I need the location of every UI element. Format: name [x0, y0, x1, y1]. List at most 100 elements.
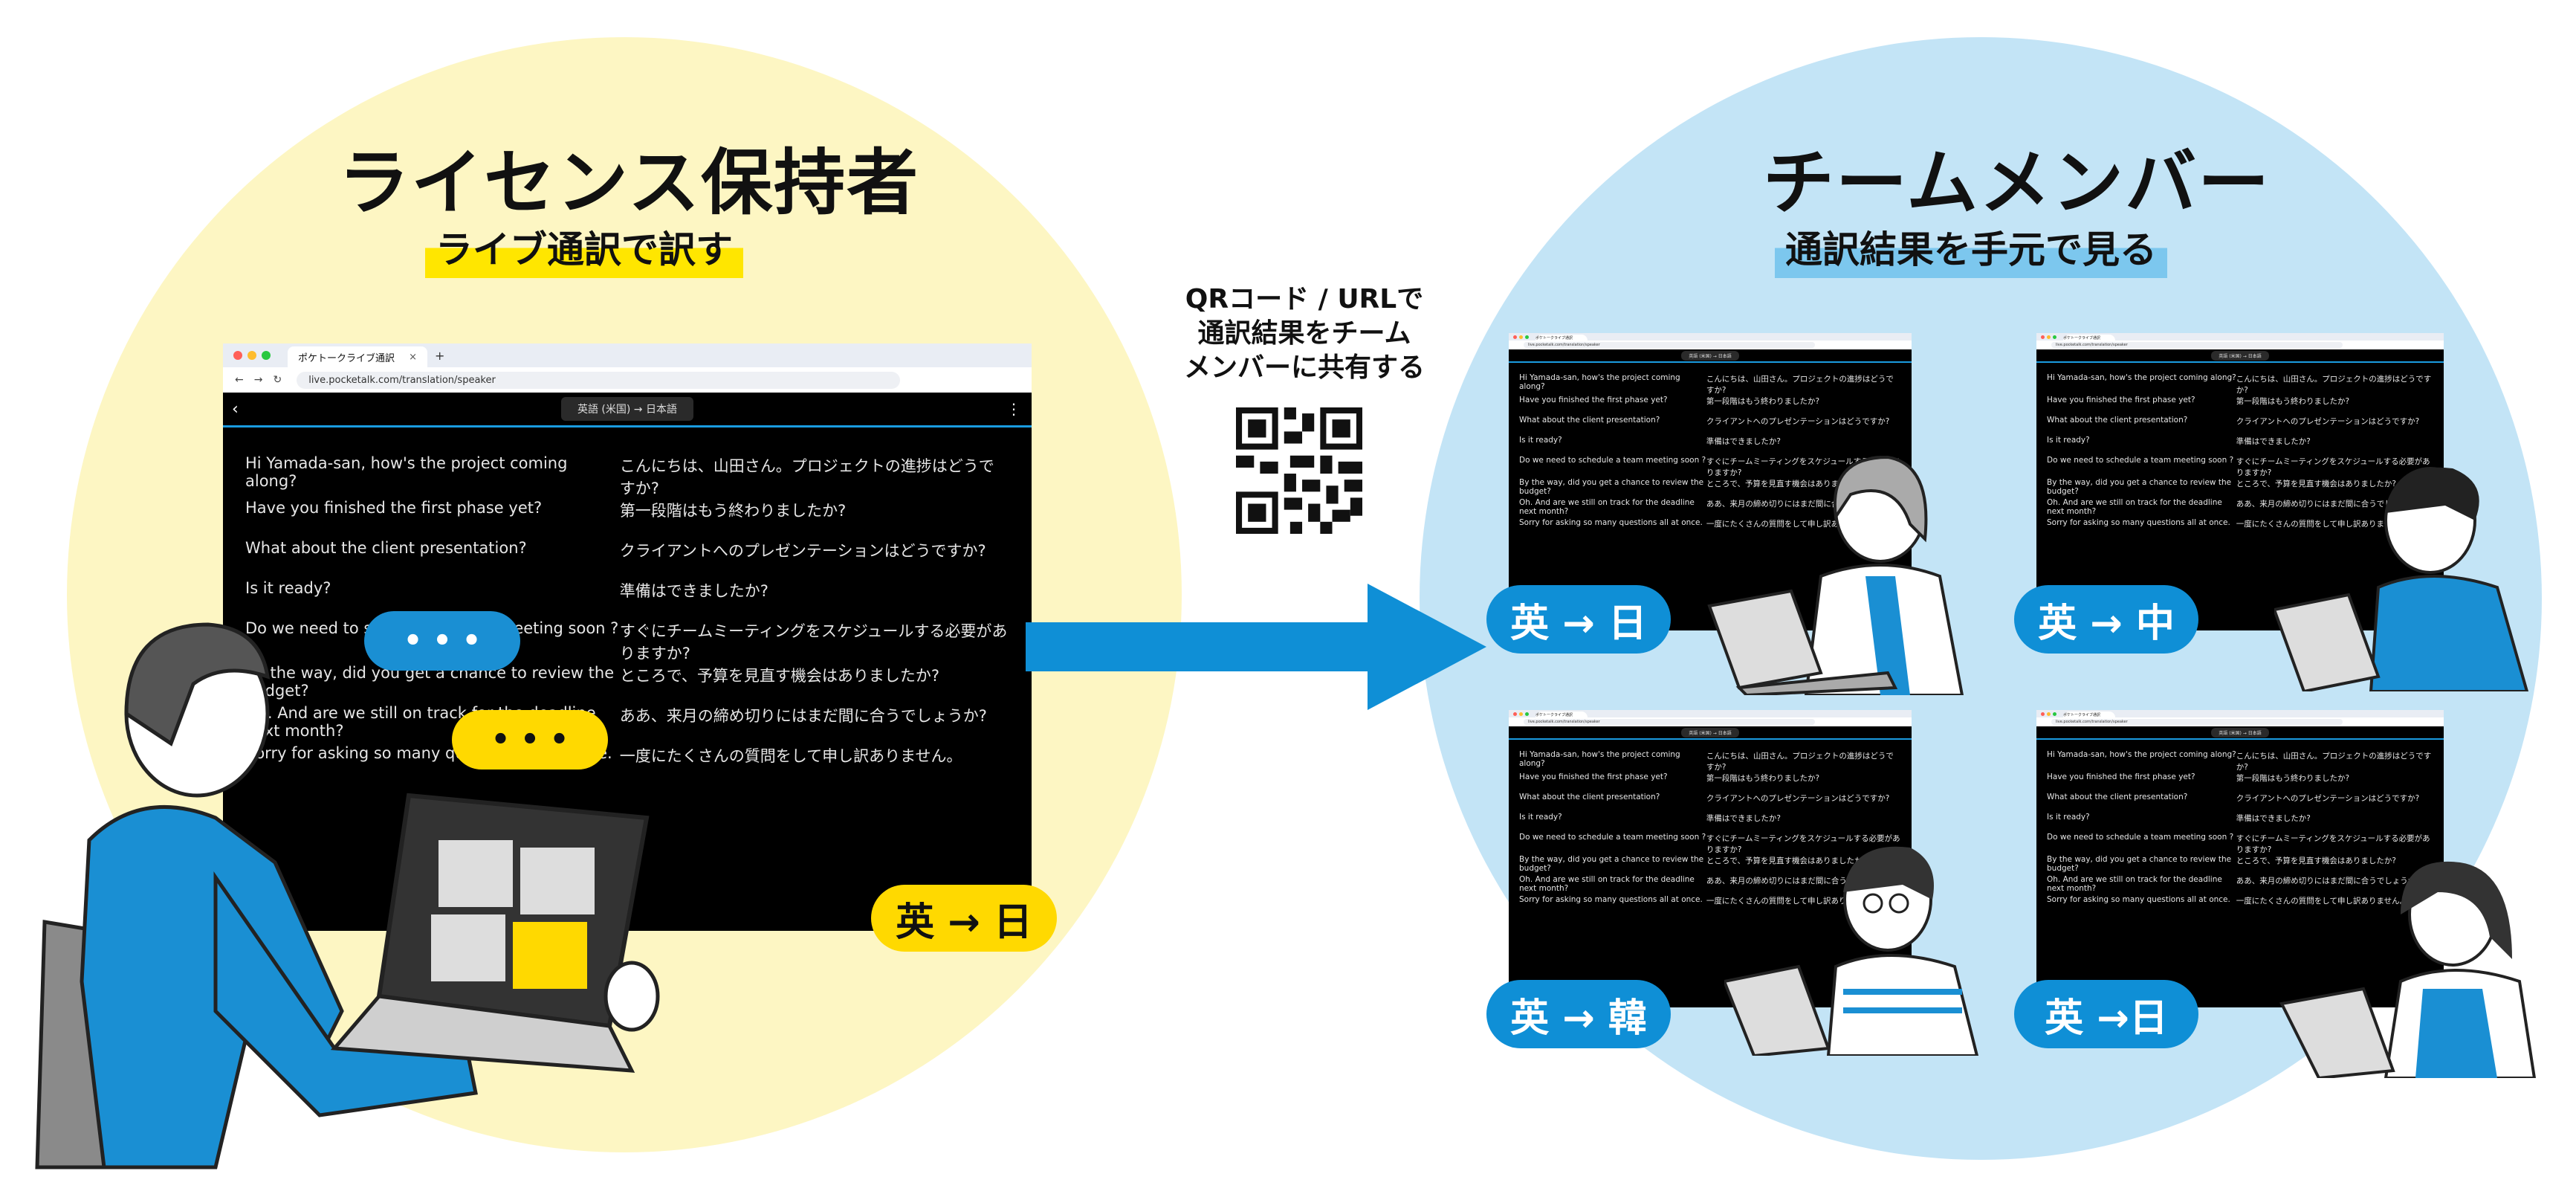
back-icon[interactable]: ‹	[232, 399, 239, 419]
source-text: Sorry for asking so many questions all a…	[1519, 518, 1703, 527]
main-browser-window: ポケトークライブ通訳 × + ← → ↻ live.pocketalk.com/…	[223, 343, 1032, 931]
transcript-row: Hi Yamada-san, how's the project coming …	[2047, 373, 2433, 396]
back-nav-icon[interactable]: ←	[235, 374, 244, 386]
new-tab-icon[interactable]: +	[435, 348, 445, 363]
source-text: Is it ready?	[2047, 813, 2090, 822]
reload-icon[interactable]: ↻	[273, 374, 282, 386]
member-woman-2-illustration	[2279, 861, 2537, 1078]
language-badge-zh: 英 → 中	[2014, 585, 2198, 654]
transcript-row: Do we need to schedule a team meeting so…	[1519, 456, 1901, 478]
transcript-row: Have you finished the first phase yet?第一…	[1519, 772, 1901, 793]
minimize-window-dot[interactable]	[247, 351, 256, 360]
member-woman-illustration	[1707, 455, 1964, 695]
forward-nav-icon[interactable]: →	[253, 374, 263, 386]
source-text: Do we need to schedule a team meeting so…	[1519, 456, 1706, 465]
source-text: Have you finished the first phase yet?	[2047, 772, 2195, 781]
share-line: QRコード / URLで	[1185, 284, 1424, 314]
source-text: Hi Yamada-san, how's the project coming …	[245, 454, 568, 490]
member-glasses-man-illustration	[1724, 846, 1979, 1056]
transcript-row: Sorry for asking so many questions all a…	[2047, 518, 2433, 538]
url-field[interactable]: live.pocketalk.com/translation/speaker	[1524, 342, 1815, 348]
translated-text: すぐにチームミーティングをスケジュールする必要がありますか?	[1706, 834, 1900, 854]
transcript-row: What about the client presentation?クライアン…	[1519, 416, 1901, 436]
browser-chrome: ポケトークライブ通訳 × + ← → ↻ live.pocketalk.com/…	[223, 343, 1032, 393]
language-selector[interactable]: 英語 (米国) → 日本語	[1681, 350, 1739, 361]
transcript-row: What about the client presentation?クライアン…	[2047, 416, 2433, 436]
transcript-row: Have you finished the first phase yet?第一…	[245, 499, 1009, 539]
translated-text: 第一段階はもう終わりましたか?	[2236, 774, 2350, 783]
translated-text: こんにちは、山田さん。プロジェクトの進捗はどうですか?	[2236, 375, 2432, 395]
source-text: Is it ready?	[2047, 436, 2090, 445]
source-text: Do we need to schedule a team meeting so…	[2047, 456, 2234, 465]
source-text: Hi Yamada-san, how's the project coming …	[1519, 373, 1680, 391]
language-selector[interactable]: 英語 (米国) → 日本語	[560, 397, 693, 421]
transcript-row: Is it ready?準備はできましたか?	[2047, 436, 2433, 456]
translated-text: ああ、来月の締め切りにはまだ間に合うでしょうか?	[1706, 877, 1890, 885]
tab-close-icon[interactable]: ×	[409, 351, 417, 363]
member-window-ja-2: ポケトークライブ通訳 live.pocketalk.com/translatio…	[2036, 710, 2444, 1007]
transcript-row: Oh. And are we still on track for the de…	[2047, 875, 2433, 895]
translated-text: クライアントへのプレゼンテーションはどうですか?	[2236, 794, 2420, 803]
url-field[interactable]: live.pocketalk.com/translation/speaker	[1524, 719, 1815, 725]
translated-text: クライアントへのプレゼンテーションはどうですか?	[1706, 417, 1890, 426]
translated-text: クライアントへのプレゼンテーションはどうですか?	[1706, 794, 1890, 803]
language-selector[interactable]: 英語 (米国) → 日本語	[2211, 727, 2269, 738]
transcript-list: Hi Yamada-san, how's the project coming …	[2036, 363, 2444, 538]
transcript-row: Do we need to schedule a team meeting so…	[2047, 833, 2433, 855]
transcript-row: Is it ready?準備はできましたか?	[245, 579, 1009, 619]
browser-tab[interactable]: ポケトークライブ通訳	[2063, 712, 2115, 717]
source-text: Do we need to schedule a team meeting so…	[2047, 833, 2234, 842]
browser-tab[interactable]: ポケトークライブ通訳	[1535, 335, 1588, 341]
language-selector[interactable]: 英語 (米国) → 日本語	[2211, 350, 2269, 361]
transcript-row: Do we need to schedule a team meeting so…	[1519, 833, 1901, 855]
transcript-row: Sorry for asking so many questions all a…	[1519, 895, 1901, 915]
browser-tab[interactable]: ポケトークライブ通訳	[2063, 335, 2115, 341]
language-selector[interactable]: 英語 (米国) → 日本語	[1681, 727, 1739, 738]
transcript-row: Have you finished the first phase yet?第一…	[1519, 396, 1901, 416]
source-text: Hi Yamada-san, how's the project coming …	[1519, 750, 1680, 768]
transcript-row: Sorry for asking so many questions all a…	[1519, 518, 1901, 538]
transcript-row: By the way, did you get a chance to revi…	[1519, 855, 1901, 875]
source-text: By the way, did you get a chance to revi…	[2047, 478, 2232, 496]
translated-text: ああ、来月の締め切りにはまだ間に合うでしょうか?	[619, 707, 987, 725]
translated-text: こんにちは、山田さん。プロジェクトの進捗はどうですか?	[1706, 752, 1894, 772]
source-text: What about the client presentation?	[2047, 793, 2188, 801]
translated-text: 一度にたくさんの質問をして申し訳ありません。	[1706, 897, 1878, 906]
transcript-row: By the way, did you get a chance to revi…	[1519, 478, 1901, 498]
browser-tab[interactable]: ポケトークライブ通訳 ×	[288, 346, 427, 367]
tab-title: ポケトークライブ通訳	[298, 352, 395, 364]
address-bar: ← → ↻ live.pocketalk.com/translation/spe…	[223, 367, 1032, 393]
close-window-dot[interactable]	[233, 351, 242, 360]
source-text: Is it ready?	[1519, 813, 1562, 822]
source-text: Is it ready?	[245, 579, 331, 597]
translated-text: こんにちは、山田さん。プロジェクトの進捗はどうですか?	[619, 457, 994, 497]
left-title: ライセンス保持者	[338, 141, 920, 225]
transcript-row: Hi Yamada-san, how's the project coming …	[2047, 750, 2433, 772]
speech-bubble-yellow: • • •	[452, 710, 608, 770]
browser-tab[interactable]: ポケトークライブ通訳	[1535, 712, 1588, 717]
translated-text: すぐにチームミーティングをスケジュールする必要がありますか?	[2236, 457, 2430, 477]
transcript-row: Is it ready?準備はできましたか?	[2047, 813, 2433, 833]
transcript-row: By the way, did you get a chance to revi…	[2047, 478, 2433, 498]
transcript-row: Do we need to schedule a team meeting so…	[2047, 456, 2433, 478]
maximize-window-dot[interactable]	[262, 351, 271, 360]
translated-text: 第一段階はもう終わりましたか?	[1706, 774, 1820, 783]
source-text: By the way, did you get a chance to revi…	[2047, 855, 2232, 873]
transcript-row: What about the client presentation?クライアン…	[245, 539, 1009, 579]
translated-text: ところで、予算を見直す機会はありましたか?	[2236, 856, 2396, 865]
member-man-illustration	[2274, 467, 2529, 691]
translated-text: すぐにチームミーティングをスケジュールする必要がありますか?	[2236, 834, 2430, 854]
language-badge-ko: 英 → 韓	[1486, 980, 1671, 1048]
translated-text: 準備はできましたか?	[1706, 437, 1781, 446]
source-text: Have you finished the first phase yet?	[2047, 396, 2195, 404]
translated-text: ああ、来月の締め切りにはまだ間に合うでしょうか?	[2236, 877, 2420, 885]
translated-text: こんにちは、山田さん。プロジェクトの進捗はどうですか?	[1706, 375, 1894, 395]
url-field[interactable]: live.pocketalk.com/translation/speaker	[297, 371, 901, 389]
more-menu-icon[interactable]: ⋮	[1006, 400, 1021, 418]
source-text: What about the client presentation?	[1519, 793, 1660, 801]
translated-text: 一度にたくさんの質問をして申し訳ありません。	[2236, 897, 2408, 906]
translated-text: 一度にたくさんの質問をして申し訳ありません。	[2236, 520, 2408, 529]
url-field[interactable]: live.pocketalk.com/translation/speaker	[2051, 342, 2343, 348]
flow-arrow	[1026, 584, 1486, 710]
url-field[interactable]: live.pocketalk.com/translation/speaker	[2051, 719, 2343, 725]
